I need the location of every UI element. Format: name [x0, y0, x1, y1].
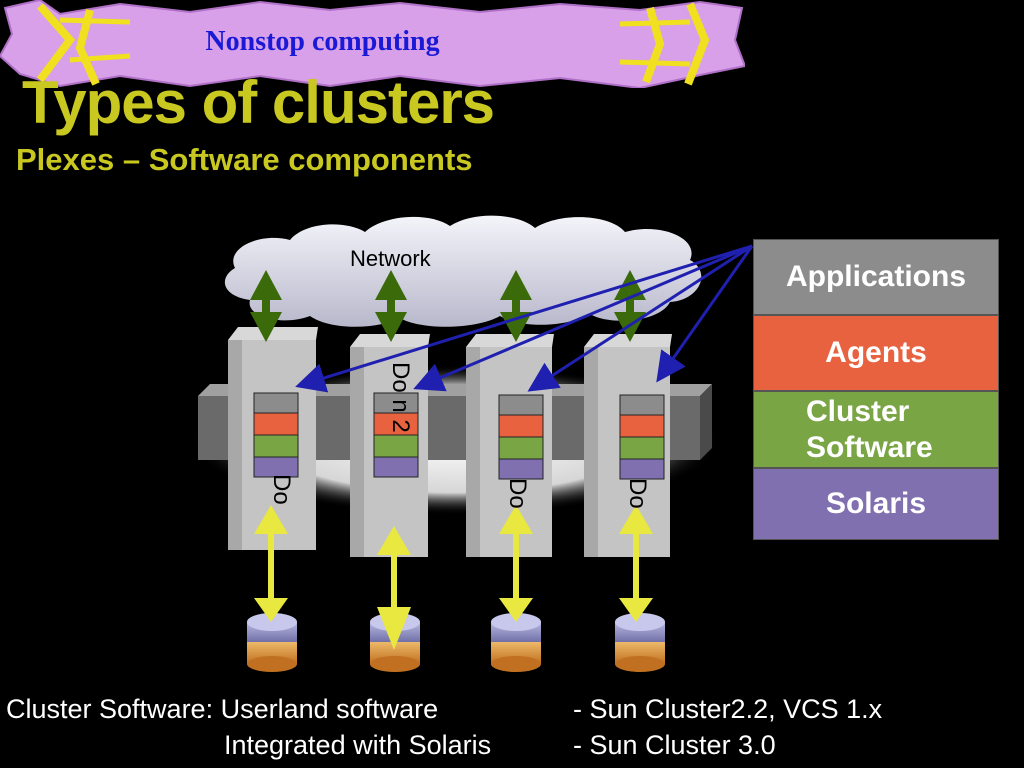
software-stack-2 [373, 392, 419, 478]
storage-arrows [254, 505, 653, 650]
banner-text: Nonstop computing [205, 26, 440, 57]
network-arrows [250, 270, 646, 342]
legend-applications: Applications [753, 239, 999, 315]
domain-label-2: Do n 2 [387, 362, 414, 433]
network-arrow-3 [500, 270, 532, 342]
footer-right-line1: - Sun Cluster2.2, VCS 1.x [573, 694, 883, 724]
legend-cluster-software: Cluster Software [753, 391, 999, 468]
storage-disk-4 [615, 613, 665, 672]
software-stack-3 [498, 394, 544, 480]
pointer-arrow-2 [413, 244, 753, 392]
domain-label-4: Do [624, 478, 651, 509]
storage-arrow-3 [499, 505, 533, 622]
storage-disk-1 [247, 613, 297, 672]
pointer-arrows [295, 244, 754, 393]
pointer-arrow-1 [295, 244, 753, 393]
domain-label-1: Do [268, 474, 295, 505]
pointer-arrow-3 [527, 244, 753, 392]
network-arrow-2 [375, 270, 407, 342]
legend-agents: Agents [753, 315, 999, 391]
network-label: Network [350, 246, 431, 271]
pointer-arrow-4 [656, 245, 754, 383]
software-stack-1 [253, 392, 299, 478]
domain-label-3: Do [504, 478, 531, 509]
title-banner [0, 0, 745, 88]
footer-right-line2: - Sun Cluster 3.0 [573, 730, 776, 760]
network-arrow-1 [250, 270, 282, 342]
slide-subtitle: Plexes – Software components [16, 142, 473, 177]
storage-arrow-1 [254, 505, 288, 622]
storage-arrow-4 [619, 505, 653, 622]
software-stack-4 [619, 394, 665, 480]
footer-left-line1: Cluster Software: Userland software [6, 694, 439, 724]
footer-left-line2: Integrated with Solaris [224, 730, 492, 760]
legend-solaris: Solaris [753, 468, 999, 540]
slide-title: Types of clusters [22, 69, 495, 136]
storage-arrow-2 [377, 526, 411, 650]
